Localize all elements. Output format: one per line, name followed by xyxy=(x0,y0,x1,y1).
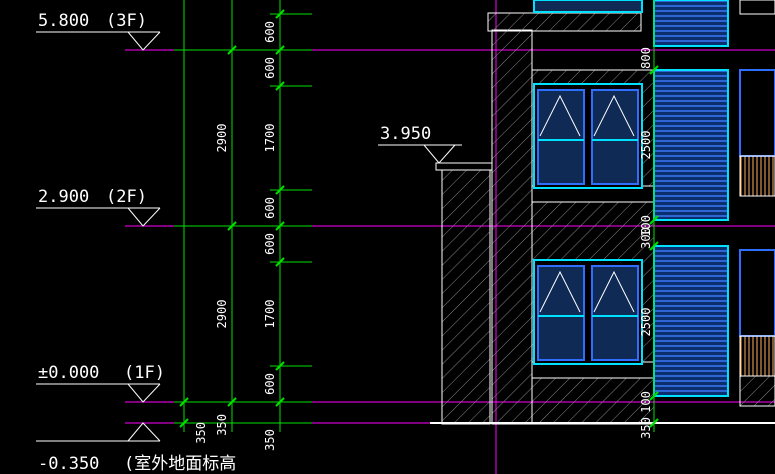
dim-right-2: 2500 xyxy=(639,131,653,160)
dim-left-inner-7: 600 xyxy=(263,373,277,395)
level-floor-ground: (室外地面标高 xyxy=(124,454,236,474)
dim-left-inner-6: 1700 xyxy=(263,300,277,329)
balcony-lower-rail xyxy=(739,335,775,377)
dim-left-inner-1: 600 xyxy=(263,21,277,43)
dim-left-inner-8: 350 xyxy=(215,414,229,436)
level-mark-3f: 5.800 (3F) xyxy=(36,11,161,51)
dim-left-inner-3: 1700 xyxy=(263,124,277,153)
level-mark-ground: -0.350 (室外地面标高 xyxy=(36,422,236,474)
window-top xyxy=(533,0,643,13)
level-mark-2f: 2.900 (2F) xyxy=(36,187,161,227)
dim-left-inner-4: 600 xyxy=(263,197,277,219)
level-floor-3f: (3F) xyxy=(106,11,147,31)
dim-right-6: 100 xyxy=(639,391,653,413)
building-elevation xyxy=(430,0,775,425)
dim-left-outer-2: 2900 xyxy=(215,300,229,329)
dim-right-7: 350 xyxy=(639,417,653,439)
dim-left-outer-3: 350 xyxy=(263,429,277,451)
dim-right-5: 2500 xyxy=(639,308,653,337)
balcony-top xyxy=(739,0,775,15)
dim-right-1: 800 xyxy=(639,47,653,69)
main-wall xyxy=(491,29,533,425)
shutter-upper xyxy=(653,69,729,221)
canopy-elevation: 3.950 xyxy=(380,124,431,144)
roof-parapet xyxy=(487,12,642,32)
balcony-upper-rail xyxy=(739,155,775,197)
canopy-column xyxy=(441,167,491,425)
level-elevation-ground: -0.350 xyxy=(38,454,99,474)
dim-left-inner-5: 600 xyxy=(263,233,277,255)
window-lower xyxy=(533,259,643,365)
dimension-chain-left: 600 600 1700 600 600 1700 600 350 350 29… xyxy=(174,0,312,451)
balcony-upper-door xyxy=(739,69,775,157)
level-elevation-2f: 2.900 xyxy=(38,187,89,207)
level-floor-2f: (2F) xyxy=(106,187,147,207)
shutter-lower xyxy=(653,245,729,397)
dim-right-4: 300 xyxy=(639,227,653,249)
dimension-chain-right: 800 2500 100 300 2500 100 350 xyxy=(639,0,659,439)
level-elevation-1f: ±0.000 xyxy=(38,363,99,383)
level-mark-canopy: 3.950 xyxy=(378,124,462,164)
dim-left-inner-2: 600 xyxy=(263,57,277,79)
level-mark-1f: ±0.000 (1F) xyxy=(36,363,165,403)
balcony-plinth xyxy=(739,375,775,407)
dim-left-outer-1: 2900 xyxy=(215,124,229,153)
dim-left-inner-9: 350 xyxy=(194,422,208,444)
level-elevation-3f: 5.800 xyxy=(38,11,89,31)
window-upper xyxy=(533,83,643,189)
level-floor-1f: (1F) xyxy=(124,363,165,383)
dim-right-3: 100 xyxy=(639,215,653,237)
balcony-lower-door xyxy=(739,249,775,337)
canopy-slab xyxy=(435,162,493,171)
shutter-top xyxy=(653,0,729,47)
